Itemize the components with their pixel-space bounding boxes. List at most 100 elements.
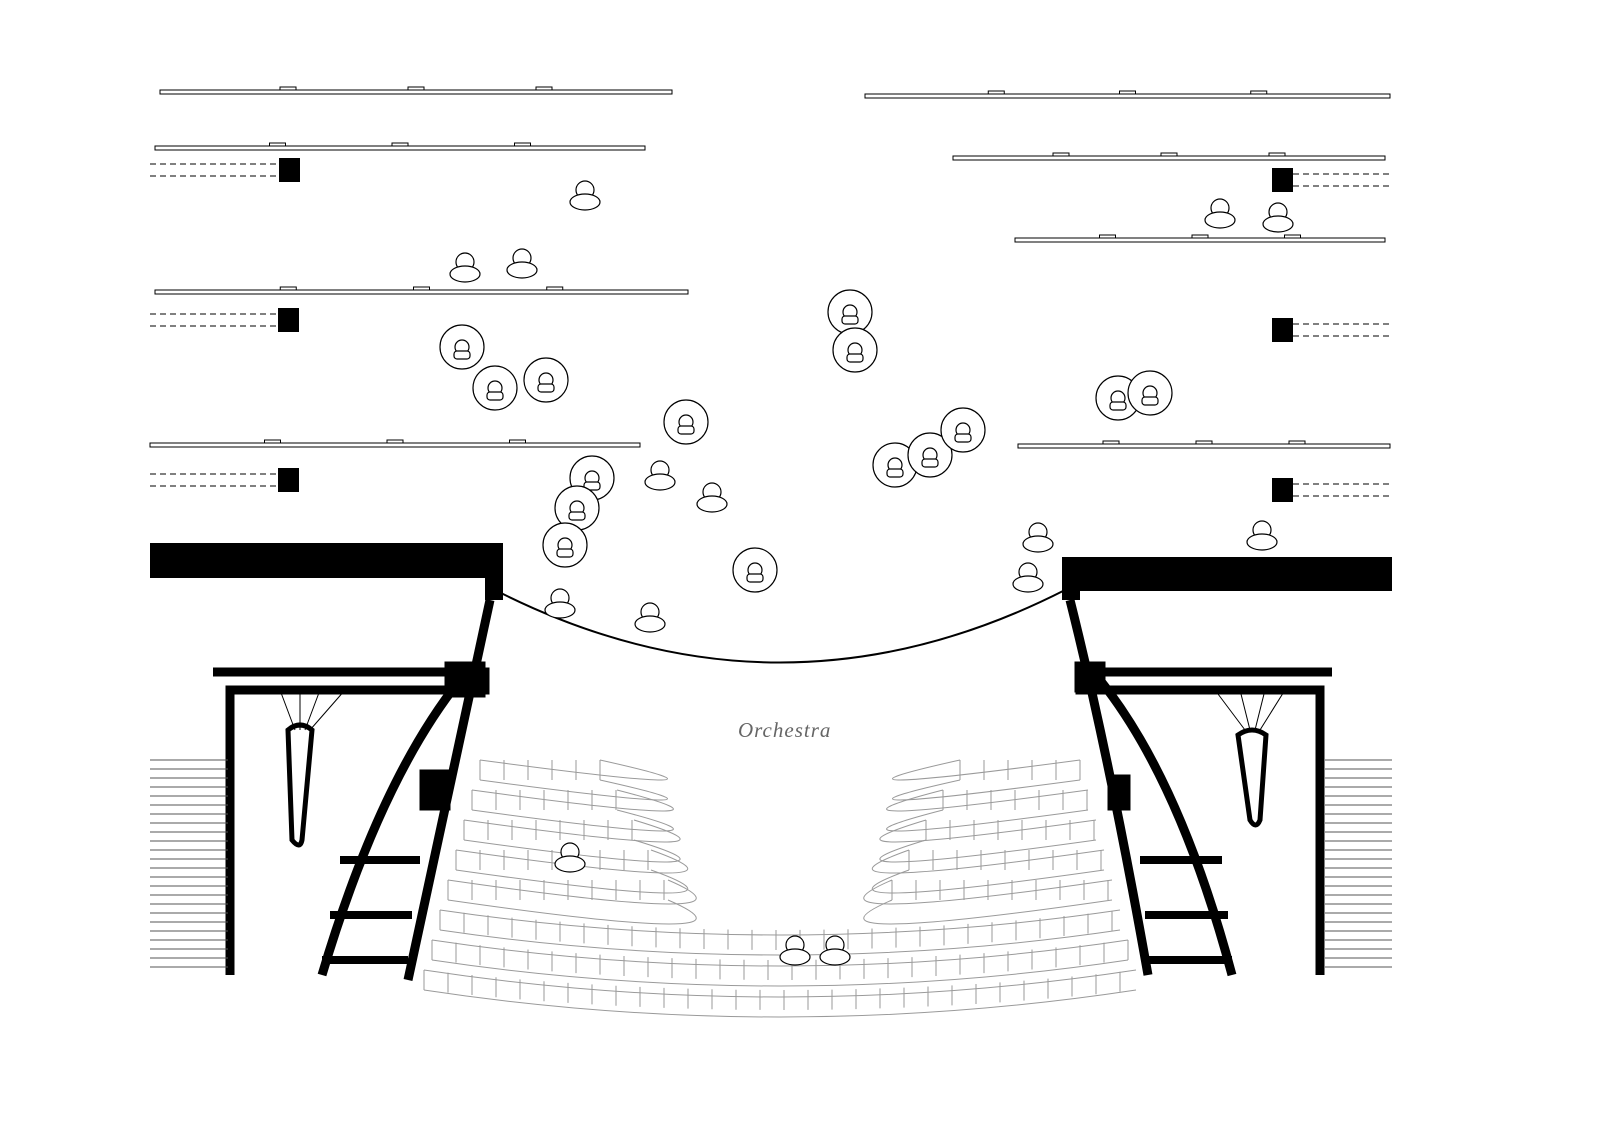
left-stair-block <box>213 599 495 981</box>
person-figure <box>779 948 811 966</box>
proscenium-wall-right <box>1062 557 1392 591</box>
batten-clamp <box>279 286 297 291</box>
column-block <box>1272 168 1293 192</box>
musician-figure <box>1109 401 1127 411</box>
stage-edge-curve <box>494 589 1066 664</box>
seat-row <box>471 809 674 832</box>
person-figure <box>696 495 728 513</box>
seat-row <box>423 969 1137 998</box>
musician-figure <box>556 548 574 558</box>
batten-clamp <box>407 86 425 91</box>
seat-row <box>863 879 1113 905</box>
seat-row <box>463 819 681 843</box>
musician-figure <box>921 458 939 468</box>
seat-row <box>871 849 1105 874</box>
seat-row <box>471 789 674 812</box>
person-figure <box>569 193 601 211</box>
proscenium-pier-left <box>485 560 503 600</box>
seat-row <box>479 759 668 781</box>
stair-lines <box>279 689 346 731</box>
column-block <box>1272 478 1293 502</box>
batten-clamp <box>391 142 409 147</box>
fly-battens <box>149 86 1391 449</box>
musicians-figures <box>439 180 1294 966</box>
seat-row <box>439 909 1121 936</box>
seat-row <box>455 869 689 894</box>
seat-row <box>886 809 1089 832</box>
batten-clamp <box>269 142 286 147</box>
musician-figure <box>841 315 859 325</box>
seat-row <box>455 849 689 874</box>
stair-lines <box>1214 689 1286 731</box>
person-figure <box>1204 211 1236 229</box>
seat-row <box>447 879 697 905</box>
stair-treads <box>322 856 420 964</box>
batten-clamp <box>1052 152 1070 157</box>
batten-clamp <box>1284 234 1301 239</box>
batten-clamp <box>1250 90 1268 95</box>
person-figure <box>1012 575 1044 593</box>
seat-row <box>886 789 1089 812</box>
musician-figure <box>1141 396 1159 406</box>
column-block <box>1272 318 1293 342</box>
person-figure <box>644 473 676 491</box>
proscenium-pier-right <box>1062 570 1080 600</box>
batten-clamp <box>546 286 564 291</box>
musician-figure <box>453 350 471 360</box>
musician-figure <box>537 383 555 393</box>
musician-figure <box>886 468 904 478</box>
musician-figure <box>583 481 601 491</box>
batten <box>864 93 1391 99</box>
batten-clamp <box>264 439 281 444</box>
seat-row <box>879 819 1097 843</box>
proscenium-walls <box>150 543 1392 600</box>
batten-clamp <box>987 90 1005 95</box>
batten <box>154 289 689 295</box>
proscenium-wall-left <box>150 543 503 578</box>
musician-figure <box>677 425 695 435</box>
batten <box>1014 237 1386 243</box>
seat-row <box>439 929 1121 956</box>
musician-figure <box>746 573 764 583</box>
person-figure <box>554 855 586 873</box>
seat-row <box>431 959 1129 987</box>
person-figure <box>1022 535 1054 553</box>
stairwell-opening <box>1235 727 1269 828</box>
batten-clamp <box>279 86 297 91</box>
seat-row <box>479 779 668 801</box>
musician-figure <box>568 511 586 521</box>
batten-clamp <box>1191 234 1209 239</box>
column-block <box>278 308 299 332</box>
batten-clamp <box>413 286 430 291</box>
stair-wall <box>1065 598 1153 976</box>
batten-clamp <box>1099 234 1116 239</box>
batten-clamp <box>509 439 526 444</box>
batten <box>1017 443 1391 449</box>
auditorium-seating <box>423 759 1137 1018</box>
seat-row <box>423 989 1137 1018</box>
person-figure <box>506 261 538 279</box>
seat-row <box>871 869 1105 894</box>
batten <box>154 145 646 151</box>
seat-row <box>892 759 1081 781</box>
batten-clamp <box>1119 90 1136 95</box>
batten-clamp <box>514 142 531 147</box>
batten <box>159 89 673 95</box>
musician-figure <box>846 353 864 363</box>
person-figure <box>819 948 851 966</box>
person-figure <box>1262 215 1294 233</box>
batten-clamp <box>1102 440 1120 445</box>
column-block <box>279 158 300 182</box>
batten-clamp <box>1160 152 1178 157</box>
stair-treads <box>1140 856 1232 964</box>
person-figure <box>634 615 666 633</box>
stair-wall <box>1096 677 1237 977</box>
person-figure <box>1246 533 1278 551</box>
batten-clamp <box>1268 152 1286 157</box>
musician-figure <box>954 433 972 443</box>
right-stair-block <box>1065 598 1332 977</box>
seat-row <box>463 839 681 863</box>
seat-row <box>431 939 1129 967</box>
